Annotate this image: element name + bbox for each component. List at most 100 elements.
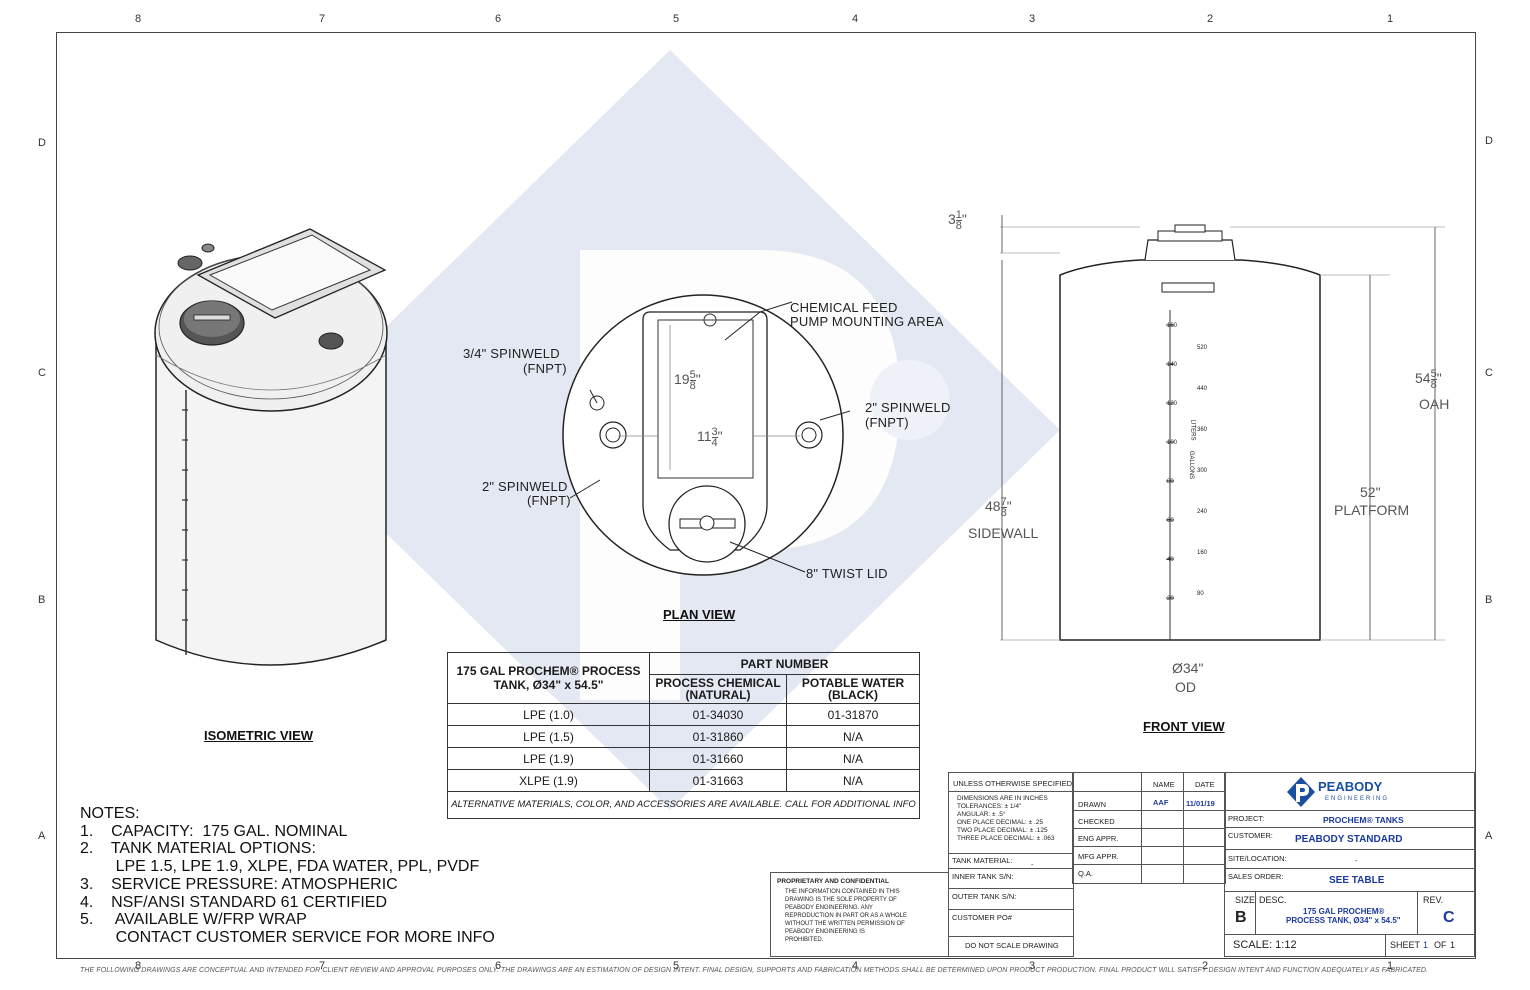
dim-sidewall-text: SIDEWALL [968, 525, 1039, 541]
dim-od-text: OD [1175, 679, 1196, 695]
zone-row-a: A [38, 830, 46, 842]
disclaimer-footer: THE FOLLOWING DRAWINGS ARE CONCEPTUAL AN… [80, 967, 1429, 974]
zone-col-5: 5 [673, 13, 680, 25]
table-row: LPE (1.5) 01-31860 N/A [447, 725, 920, 748]
sheet-total: 1 [1450, 940, 1456, 950]
gauge-unit-gallons: GALLONS [1188, 450, 1195, 480]
zone-col-2: 2 [1207, 13, 1214, 25]
dim-platform-text: PLATFORM [1334, 502, 1410, 518]
table-col-water: POTABLE WATER (BLACK) [786, 674, 920, 704]
gauge-labels: 160 140 120 100 80 60 40 20 520 440 360 … [1152, 317, 1207, 637]
gauge-label: 100 [1167, 440, 1178, 446]
rev-label: REV. [1423, 895, 1444, 905]
isometric-view-title: ISOMETRIC VIEW [204, 728, 314, 743]
zone-row-d-right: D [1485, 135, 1493, 147]
table-cell-water: 01-31870 [786, 703, 920, 726]
proprietary-box: PROPRIETARY AND CONFIDENTIAL THE INFORMA… [770, 872, 949, 957]
customer-po-label: CUSTOMER PO# [952, 913, 1012, 922]
zone-row-c-right: C [1485, 367, 1493, 379]
dim-oah-text: OAH [1419, 396, 1450, 412]
zone-col-2-bottom: 2 [1202, 960, 1209, 972]
site-label: SITE/LOCATION: [1228, 854, 1287, 863]
gauge-label-liters: 160 [1197, 550, 1208, 556]
name-header: NAME [1153, 780, 1175, 789]
twist-lid-label: 8" TWIST LID [806, 566, 888, 581]
zone-col-3-bottom: 3 [1029, 960, 1036, 972]
table-description: 175 GAL PROCHEM® PROCESS TANK, Ø34" x 54… [447, 652, 650, 704]
table-cell-water: N/A [786, 725, 920, 748]
customer-label: CUSTOMER: [1228, 831, 1273, 840]
notes-heading: NOTES: [80, 805, 140, 822]
note-line: 2. TANK MATERIAL OPTIONS: [80, 840, 316, 858]
table-cell-chemical: 01-31860 [649, 725, 787, 748]
spinweld-34-label: 3/4" SPINWELD [463, 346, 560, 361]
front-view-drawing [1000, 215, 1445, 641]
gauge-unit-liters: LITERS [1189, 419, 1196, 441]
gauge-label-liters: 240 [1197, 509, 1208, 515]
plan-view-title: PLAN VIEW [663, 607, 736, 622]
dim-od-value: Ø34" [1172, 660, 1204, 676]
spinweld-2-right-label: 2" SPINWELD [865, 400, 951, 415]
table-row: XLPE (1.9) 01-31663 N/A [447, 769, 920, 792]
unless-specified: UNLESS OTHERWISE SPECIFIED: [953, 779, 1075, 788]
desc-label: DESC. [1259, 895, 1287, 905]
note-line: 5. AVAILABLE W/FRP WRAP [80, 911, 307, 929]
sales-order-label: SALES ORDER: [1228, 872, 1284, 881]
do-not-scale: DO NOT SCALE DRAWING [965, 941, 1059, 950]
gauge-label-liters: 300 [1197, 468, 1208, 474]
project-value: PROCHEM® TANKS [1323, 815, 1404, 825]
zone-row-c: C [38, 367, 46, 379]
spinweld-34-fnpt: (FNPT) [523, 361, 567, 376]
project-box: PEABODY ENGINEERING PROJECT: PROCHEM® TA… [1224, 772, 1475, 957]
spinweld-2-right-fnpt: (FNPT) [865, 415, 909, 430]
zone-col-6: 6 [495, 13, 502, 25]
peabody-logo-icon [1287, 777, 1315, 807]
outer-tank-label: OUTER TANK S/N: [952, 892, 1017, 901]
notes-block: NOTES: 1. CAPACITY: 175 GAL. NOMINAL 2. … [80, 805, 495, 947]
table-cell-water: N/A [786, 769, 920, 792]
table-note: ALTERNATIVE MATERIALS, COLOR, AND ACCESS… [447, 791, 920, 819]
table-row: LPE (1.0) 01-34030 01-31870 [447, 703, 920, 726]
tank-material-label: TANK MATERIAL: [952, 856, 1013, 865]
company-sub: ENGINEERING [1325, 796, 1390, 802]
zone-row-b-right: B [1485, 594, 1493, 606]
site-value: - [1355, 856, 1358, 865]
table-row: LPE (1.9) 01-31660 N/A [447, 747, 920, 770]
table-cell-chemical: 01-34030 [649, 703, 787, 726]
drawn-label: DRAWN [1078, 800, 1107, 809]
gauge-label-liters: 80 [1197, 591, 1204, 597]
note-line: CONTACT CUSTOMER SERVICE FOR MORE INFO [80, 928, 495, 946]
tank-material-value: - [1031, 860, 1034, 869]
proprietary-title: PROPRIETARY AND CONFIDENTIAL [777, 878, 889, 885]
sheet-number: 1 [1423, 940, 1429, 950]
plan-view-drawing [562, 294, 850, 576]
spinweld-2-left-fnpt: (FNPT) [527, 493, 571, 508]
table-cell-material: XLPE (1.9) [447, 769, 650, 792]
gauge-label: 80 [1167, 479, 1174, 485]
note-line: 1. CAPACITY: 175 GAL. NOMINAL [80, 822, 348, 840]
project-label: PROJECT: [1228, 814, 1265, 823]
gauge-label: 40 [1167, 557, 1174, 563]
chemical-feed-label-2: PUMP MOUNTING AREA [790, 314, 944, 329]
gauge-label: 120 [1167, 401, 1178, 407]
dim-platform-value: 52" [1360, 484, 1381, 500]
zone-col-7-bottom: 7 [319, 960, 326, 972]
drawing-frame [56, 32, 1476, 959]
gauge-label-liters: 520 [1197, 345, 1208, 351]
table-col-chemical: PROCESS CHEMICAL (NATURAL) [649, 674, 787, 704]
sales-order-value: SEE TABLE [1329, 875, 1385, 886]
rev-value: C [1443, 909, 1455, 926]
drawn-date: 11/01/19 [1186, 799, 1215, 808]
gauge-label: 20 [1167, 596, 1174, 602]
note-line: LPE 1.5, LPE 1.9, XLPE, FDA WATER, PPL, … [80, 858, 480, 876]
checked-label: CHECKED [1078, 817, 1115, 826]
zone-col-5-bottom: 5 [673, 960, 680, 972]
gauge-label-liters: 440 [1197, 386, 1208, 392]
desc-value-2: PROCESS TANK, Ø34" x 54.5" [1286, 916, 1401, 925]
zone-col-8: 8 [135, 13, 142, 25]
chemical-feed-label-1: CHEMICAL FEED [790, 300, 898, 315]
zone-row-a-right: A [1485, 830, 1493, 842]
